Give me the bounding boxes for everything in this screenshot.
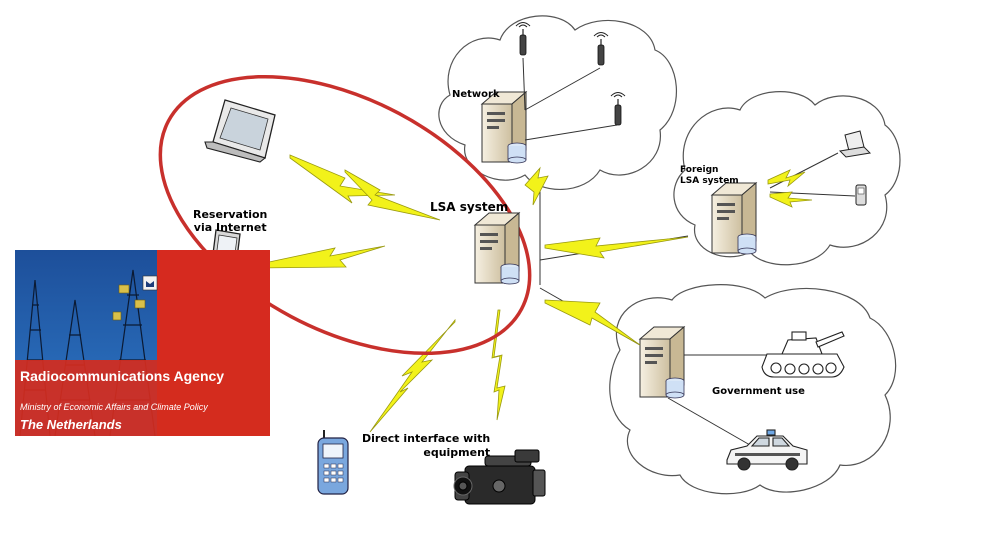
mobile-phone-icon — [317, 430, 349, 495]
government-server-icon — [639, 326, 685, 399]
reservation-ellipse — [158, 74, 532, 356]
lsa-server-icon — [474, 212, 520, 285]
banner-strip — [15, 360, 270, 436]
banner-subtitle: Ministry of Economic Affairs and Climate… — [20, 402, 208, 412]
banner-country: The Netherlands — [20, 417, 122, 432]
label-reservation: Reservation via Internet — [193, 208, 268, 234]
label-lsa-system: LSA system — [430, 200, 509, 214]
label-direct-interface: Direct interface with equipment — [362, 432, 491, 459]
banner-title: Radiocommunications Agency — [20, 368, 225, 384]
crown-emblem-icon — [142, 275, 158, 291]
foreign-phone-icon — [855, 184, 867, 206]
tank-icon — [761, 331, 845, 378]
agency-banner: Radiocommunications Agency Ministry of E… — [15, 250, 270, 436]
laptop-icon — [204, 99, 276, 163]
foreign-server-icon — [711, 182, 757, 255]
foreign-laptop-icon — [838, 130, 872, 158]
police-car-icon — [726, 429, 808, 471]
camcorder-icon — [453, 449, 546, 505]
label-government-use: Government use — [712, 386, 805, 397]
network-cloud — [438, 15, 678, 190]
label-network: Network — [452, 89, 500, 100]
government-links — [667, 354, 770, 446]
lightning-bolts — [254, 154, 813, 433]
network-server-icon — [481, 91, 527, 164]
network-antenna-icons — [522, 57, 618, 141]
label-foreign-lsa: Foreign LSA system — [680, 165, 739, 186]
